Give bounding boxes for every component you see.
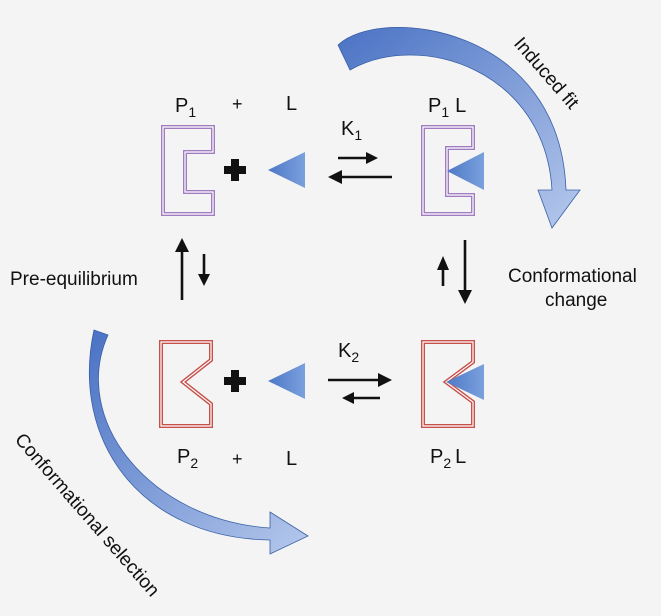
conformational-change-arrows: [437, 240, 472, 304]
protein-p1-shape: [161, 125, 215, 216]
ligand-bottom-left: [268, 363, 305, 399]
k2-equilibrium-arrows: [328, 373, 392, 404]
ligand-top-left: [268, 152, 305, 188]
ligand-bound-bottom: [446, 364, 484, 400]
plus-symbol-bottom: [224, 370, 246, 392]
ligand-bound-top: [447, 152, 484, 190]
k1-equilibrium-arrows: [328, 152, 392, 184]
conformational-selection-curved-arrow: [89, 329, 309, 555]
label-plus-top: +: [232, 94, 243, 114]
label-conformational-selection: Conformational selection: [10, 430, 163, 602]
induced-fit-curved-arrow: [337, 26, 581, 229]
label-conformational-change-2: change: [545, 290, 607, 311]
label-k1: K1: [341, 118, 362, 143]
label-p2: P2: [177, 446, 198, 471]
label-pre-equilibrium: Pre-equilibrium: [10, 269, 138, 290]
label-k2: K2: [338, 340, 359, 365]
label-l-bottom: L: [286, 448, 297, 470]
plus-symbol-top: [224, 159, 246, 181]
pre-equilibrium-arrows: [175, 238, 210, 300]
label-l-top: L: [286, 93, 297, 115]
label-plus-bottom: +: [232, 449, 243, 469]
label-conformational-change-1: Conformational: [508, 266, 637, 287]
label-p1: P1: [175, 95, 196, 120]
